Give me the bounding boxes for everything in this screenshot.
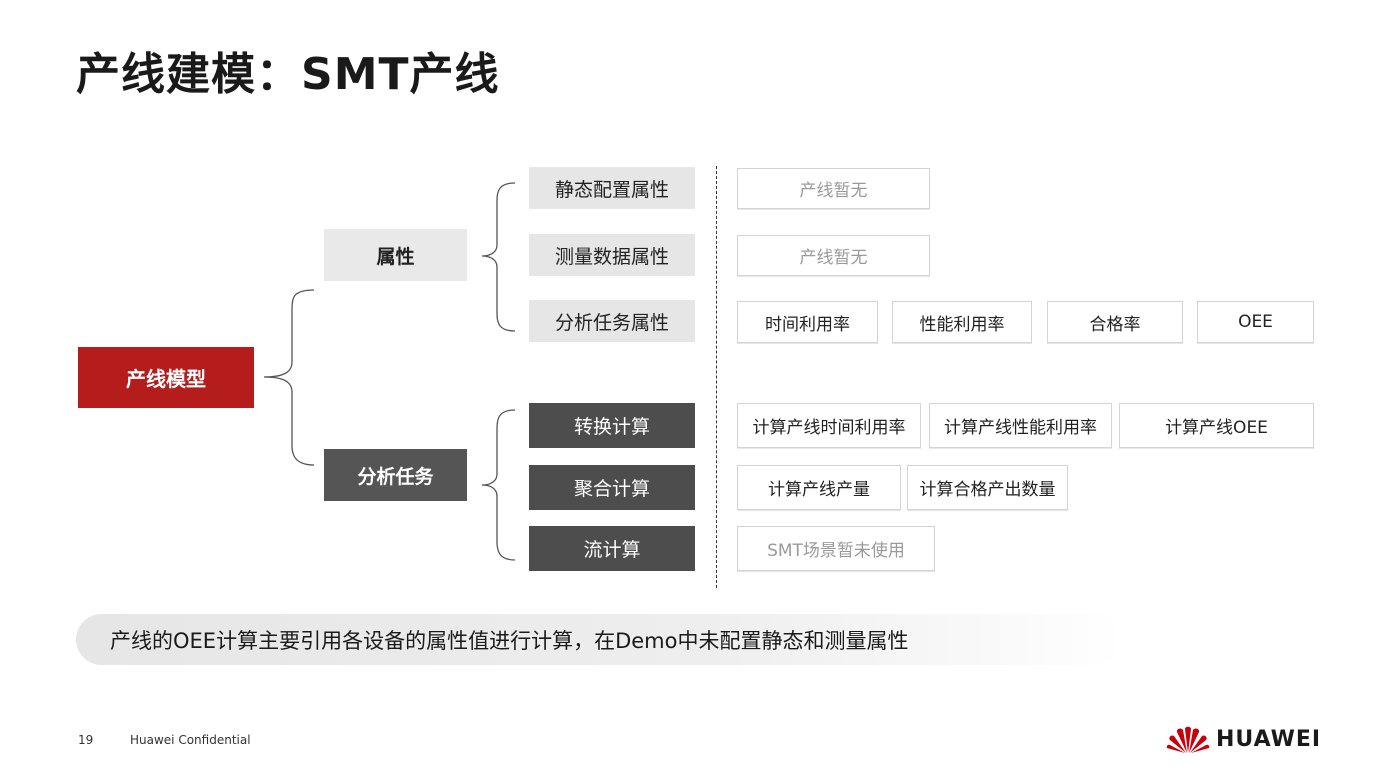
note-banner: 产线的OEE计算主要引用各设备的属性值进行计算，在Demo中未配置静态和测量属性 — [76, 614, 1122, 665]
calc-qualified-output-cell: 计算合格产出数量 — [907, 465, 1068, 510]
huawei-logo: HUAWEI — [1166, 722, 1321, 756]
root-node: 产线模型 — [78, 347, 254, 408]
note-text: 产线的OEE计算主要引用各设备的属性值进行计算，在Demo中未配置静态和测量属性 — [110, 628, 909, 653]
aggregate-calc-node: 聚合计算 — [529, 465, 695, 510]
transform-calc-node: 转换计算 — [529, 403, 695, 448]
page-title: 产线建模：SMT产线 — [76, 49, 500, 100]
brand-name: HUAWEI — [1216, 726, 1322, 752]
performance-utilization-cell: 性能利用率 — [892, 301, 1032, 343]
root-brace — [263, 289, 315, 466]
time-utilization-cell: 时间利用率 — [737, 301, 878, 343]
smt-unused-cell: SMT场景暂未使用 — [737, 526, 935, 571]
page-number: 19 — [78, 733, 94, 747]
static-config-attr-node: 静态配置属性 — [529, 167, 695, 209]
calc-performance-utilization-cell: 计算产线性能利用率 — [929, 403, 1112, 448]
stream-calc-node: 流计算 — [529, 526, 695, 571]
analysis-task-attr-node: 分析任务属性 — [529, 300, 695, 342]
attributes-node: 属性 — [324, 229, 467, 281]
calc-oee-cell: 计算产线OEE — [1119, 403, 1314, 448]
calc-time-utilization-cell: 计算产线时间利用率 — [737, 403, 921, 448]
measurement-value: 产线暂无 — [737, 235, 930, 276]
divider-line — [716, 166, 717, 588]
tasks-node: 分析任务 — [324, 449, 467, 501]
oee-cell: OEE — [1197, 301, 1314, 343]
static-config-value: 产线暂无 — [737, 168, 930, 209]
tasks-brace — [481, 409, 516, 561]
huawei-flower-icon — [1166, 726, 1210, 753]
confidential-label: Huawei Confidential — [130, 733, 251, 747]
calc-output-cell: 计算产线产量 — [737, 465, 901, 510]
yield-rate-cell: 合格率 — [1047, 301, 1183, 343]
attributes-brace — [481, 182, 516, 332]
measurement-attr-node: 测量数据属性 — [529, 234, 695, 276]
